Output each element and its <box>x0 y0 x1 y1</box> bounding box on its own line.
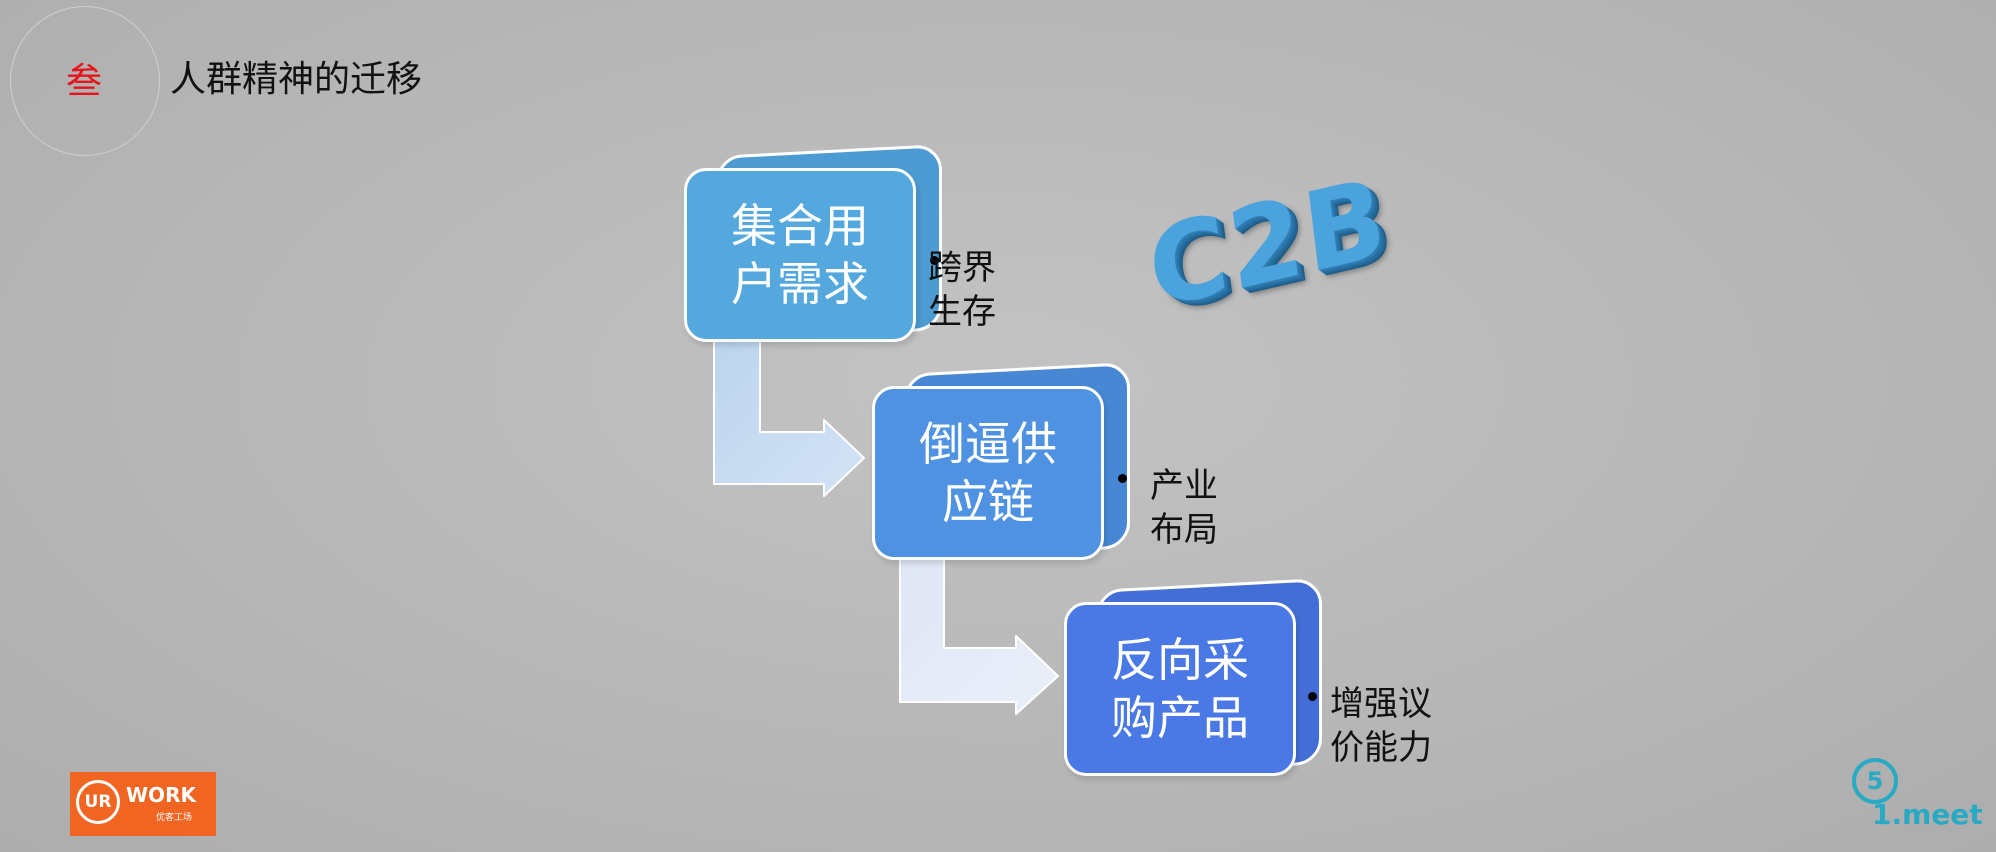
ur-mark: UR <box>76 780 120 824</box>
step-2-label: 倒逼供应链 <box>919 417 1057 529</box>
ur-word: WORK <box>126 783 196 807</box>
step-2-bullet <box>1118 474 1127 483</box>
arrow-1 <box>713 339 865 497</box>
step-3-label: 反向采购产品 <box>1111 633 1249 745</box>
ur-sub: 优客工场 <box>156 813 193 823</box>
meet-word: 1.meet <box>1872 798 1983 831</box>
step-3-note: 增强议价能力 <box>1330 684 1432 768</box>
step-1-bullet <box>930 256 939 265</box>
step-1-note: 跨界生存 <box>928 248 996 332</box>
step-1-box: 集合用户需求 <box>684 168 916 342</box>
step-3-bullet <box>1308 692 1317 701</box>
urwork-logo: UR WORK 优客工场 <box>70 772 216 836</box>
section-circle <box>10 6 160 156</box>
step-2-note: 产业布局 <box>1150 466 1218 550</box>
section-number: 叁 <box>66 61 103 102</box>
page-title: 人群精神的迁移 <box>170 59 423 100</box>
step-2-box: 倒逼供应链 <box>872 386 1104 560</box>
step-1-label: 集合用户需求 <box>731 199 869 311</box>
arrow-2 <box>899 555 1059 715</box>
meet-logo: 5 1.meet <box>1852 758 1983 838</box>
meet-mark: 5 <box>1852 758 1898 804</box>
step-3-box: 反向采购产品 <box>1064 602 1296 776</box>
